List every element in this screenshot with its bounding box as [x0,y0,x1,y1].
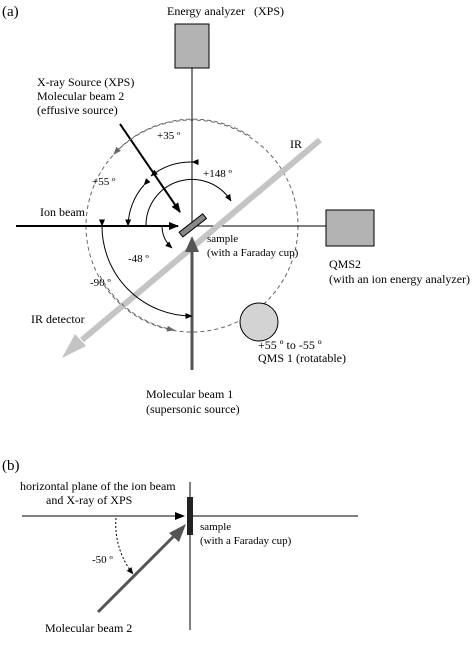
angle-arc-minus48 [161,225,173,249]
panel-b-molecular-beam-shaft [96,532,178,614]
qms1-circle [239,302,279,342]
panel-a-label: (a) [2,4,19,20]
panel-b: (b) horizontal plane of the ion beam and… [2,458,358,635]
panel-b-molecular-beam-arrowhead [169,524,186,542]
angle-arc-plus148 [145,178,232,227]
angle-plus148-label: +148 º [203,168,232,180]
angle-arc-plus35 [150,159,199,177]
panel-b-sample-label: sample [200,521,231,533]
energy-analyzer-label: Energy analyzer [167,4,245,18]
rotation-arrow-upper [113,118,251,155]
ir-detector-label: IR detector [31,312,85,326]
angle-minus48-label: -48 º [128,253,149,265]
qms2-sublabel: (with an ion energy analyzer) [329,272,470,286]
sample-plate [178,213,208,238]
ir-beam-line [80,137,322,343]
xray-source-label: X-ray Source (XPS) [37,75,134,89]
angle-arc-minus90 [98,219,193,319]
angle-plus55-label: +55 º [92,176,116,188]
sample-label: sample [207,233,238,245]
panel-b-sample-bar [187,497,193,535]
horizontal-plane-label: horizontal plane of the ion beam [20,479,176,493]
panel-b-angle-label: -50 º [92,554,113,566]
xray-xps-label: and X-ray of XPS [46,493,132,507]
xray-source-arrow [119,123,181,213]
qms2-box [325,209,375,247]
effusive-source-label: (effusive source) [37,103,118,117]
faraday-cup-label: (with a Faraday cup) [207,247,299,259]
panel-b-molecular-beam-2-label: Molecular beam 2 [45,621,132,635]
qms1-label: QMS 1 (rotatable) [258,351,346,365]
angle-plus35-label: +35 º [157,130,181,142]
xps-tag-label: (XPS) [254,4,284,18]
angle-arc-plus55 [125,178,151,227]
qms1-range-label: +55 º to -55 º [258,338,322,352]
qms2-label: QMS2 [329,257,361,271]
ir-beam-arrowhead [62,334,86,358]
energy-analyzer-box [174,23,210,69]
angle-minus90-label: -90 º [90,277,111,289]
panel-b-faraday-label: (with a Faraday cup) [200,535,292,547]
molecular-beam-2-label: Molecular beam 2 [37,89,124,103]
molecular-beam-1-label: Molecular beam 1 [146,387,233,401]
rotation-arrow-lower [99,275,175,332]
panel-a: (a) Energy analyzer (XPS) QMS2 (with an … [2,4,470,416]
ir-label: IR [290,137,302,151]
panel-b-label: (b) [2,458,20,474]
supersonic-source-label: (supersonic source) [146,402,240,416]
ion-beam-label: Ion beam [40,205,86,219]
panel-b-angle-arc [115,517,134,575]
